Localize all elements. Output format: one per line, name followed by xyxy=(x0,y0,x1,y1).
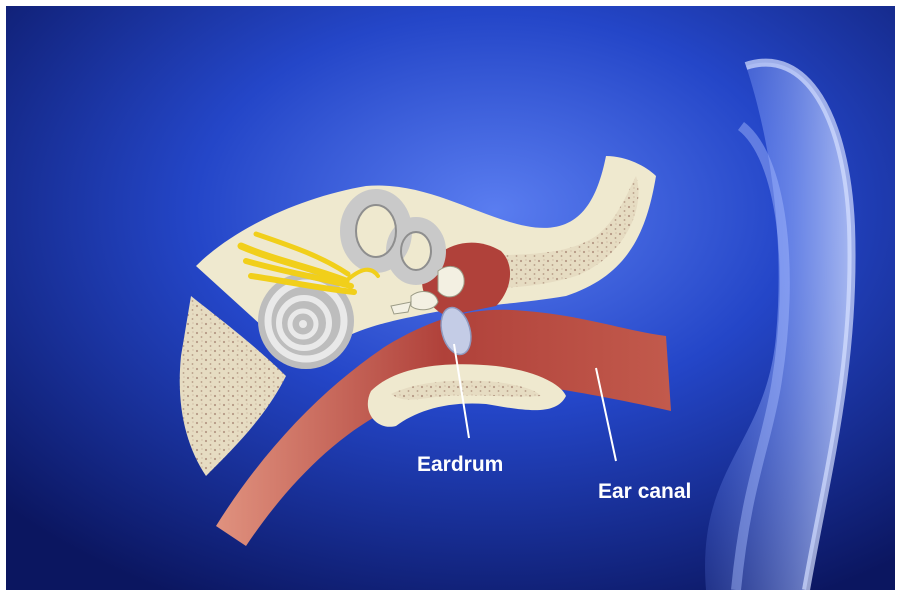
ear-illustration: Eardrum Ear canal xyxy=(6,6,895,590)
ear-canal-label: Ear canal xyxy=(598,480,691,503)
ear-anatomy-figure: Eardrum Ear canal xyxy=(6,6,895,590)
eardrum-label: Eardrum xyxy=(417,453,503,476)
